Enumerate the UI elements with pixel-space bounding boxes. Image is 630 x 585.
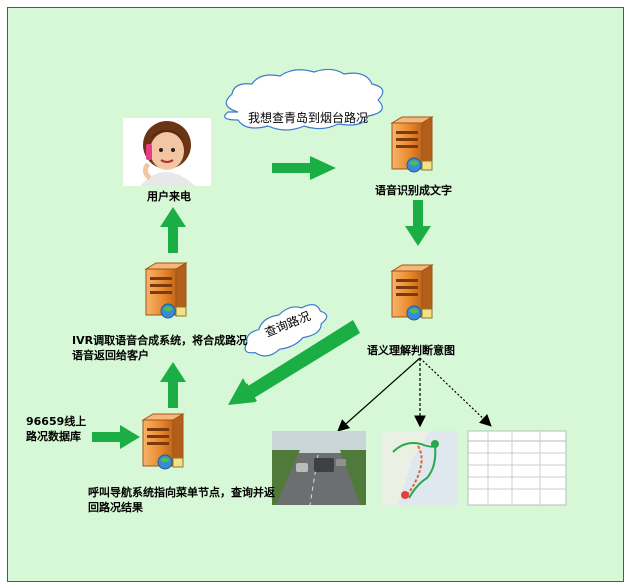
speech-cloud-top [224,68,384,131]
route-map [382,431,458,505]
arrow-ivr-to-caller [160,207,186,253]
asr-label: 语音识别成文字 [375,184,452,197]
result-table [467,430,567,506]
arrow-asr-to-nlu [405,200,431,246]
ivr-server-icon [145,262,187,319]
cloud-top-text: 我想查青岛到烟台路况 [248,111,369,125]
asr-server-icon [391,116,433,173]
db-label: 96659线上路况数据库 [26,415,87,443]
ivr-label: IVR调取语音合成系统，将合成路况语音返回给客户 [72,334,248,362]
arrow-db-to-nav [92,425,140,449]
arrow-intent-traffic [337,357,421,432]
nlu-server-icon [391,264,433,321]
nav-label: 呼叫导航系统指向菜单节点，查询并返回路况结果 [88,486,275,514]
speech-cloud-mid [244,304,328,357]
arrow-nav-to-ivr [160,362,186,408]
nav-server-icon [142,413,184,470]
arrow-intent-table [419,357,492,427]
caller-label: 用户来电 [147,190,191,203]
road-photo [272,431,366,506]
arrow-caller-to-asr [272,156,336,180]
caller-avatar [123,118,211,186]
arrow-nlu-to-nav [228,320,360,405]
nlu-label: 语义理解判断意图 [367,344,455,357]
